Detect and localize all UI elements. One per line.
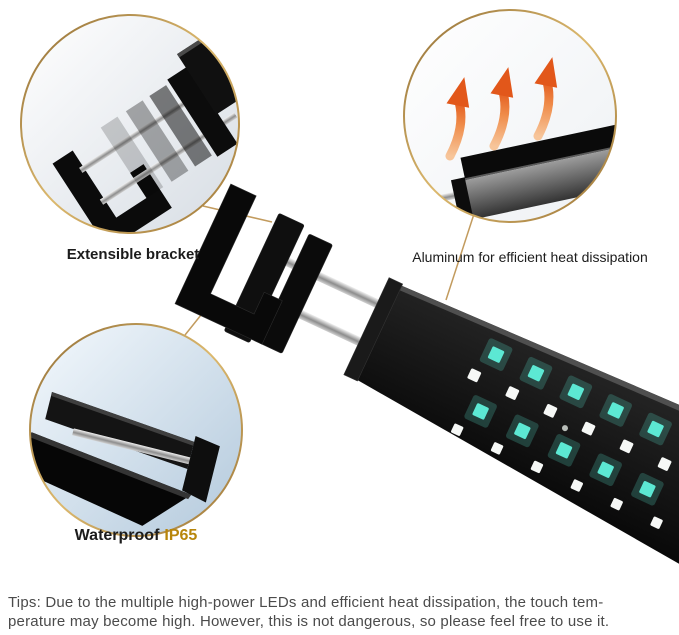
bracket-arm-edge (51, 392, 195, 446)
led-teal (527, 365, 545, 382)
led-white (570, 479, 583, 492)
led-teal (607, 402, 624, 419)
bracket-plate (258, 234, 333, 354)
light-bar-body (356, 285, 679, 635)
led-light-bar (174, 183, 679, 635)
light-bar-end-cap (343, 277, 404, 382)
led-white (467, 368, 482, 383)
waterproof-text: Waterproof (74, 527, 160, 544)
bracket-ghost-position (125, 100, 189, 182)
tips-line-1: Tips: Due to the multiple high-power LED… (8, 594, 604, 611)
telescopic-rod (99, 112, 238, 205)
extensible-bracket-label: Extensible bracket (66, 246, 200, 263)
callout-extensible-bracket (20, 14, 240, 234)
screw-dot (561, 425, 568, 432)
aluminum-edge (464, 128, 616, 181)
bracket-plate (182, 436, 220, 503)
led-teal (597, 461, 614, 478)
led-white (451, 423, 464, 436)
led-teal (514, 422, 531, 440)
aluminum-label: Aluminum for efficient heat dissipation (412, 249, 648, 265)
callout-heat-dissipation (403, 9, 617, 223)
led-white (490, 442, 504, 455)
led-white (657, 457, 672, 471)
bracket-arm (30, 432, 192, 526)
led-white (505, 386, 520, 400)
callout-circle-border (403, 9, 617, 223)
aluminum-top-face (460, 107, 616, 180)
bracket-ghost-position (149, 85, 212, 167)
tips-text: Tips: Due to the multiple high-power LED… (8, 593, 675, 631)
led-array (451, 338, 672, 529)
tips-line-2: perature may become high. However, this … (8, 613, 610, 630)
connector-line-aluminum (445, 213, 475, 301)
callout-circle-border (20, 14, 240, 234)
callout-circle-border (29, 323, 243, 537)
led-teal (472, 403, 489, 420)
telescopic-rod (79, 80, 217, 173)
led-white (543, 404, 558, 418)
telescopic-rod (404, 190, 463, 220)
led-teal (639, 481, 656, 498)
led-white (581, 421, 596, 436)
mounting-clamp (174, 183, 283, 345)
led-teal (555, 442, 573, 459)
led-white (619, 439, 634, 454)
led-teal (647, 420, 664, 438)
led-white (650, 516, 663, 529)
bracket-plate (167, 66, 238, 157)
bracket-arm-edge (30, 432, 192, 500)
light-bar-top-edge (397, 285, 679, 520)
aluminum-front-face (465, 130, 616, 220)
led-white (530, 460, 544, 474)
led-white (610, 497, 623, 511)
light-bar-stub (177, 15, 239, 115)
led-teal (487, 346, 505, 363)
telescopic-rod (72, 428, 200, 467)
callout-waterproof (29, 323, 243, 537)
telescopic-rod (404, 211, 468, 222)
led-teal (567, 383, 584, 400)
bracket-ghost-position (100, 116, 164, 199)
ip65-rating-badge: IP65 (164, 527, 198, 544)
